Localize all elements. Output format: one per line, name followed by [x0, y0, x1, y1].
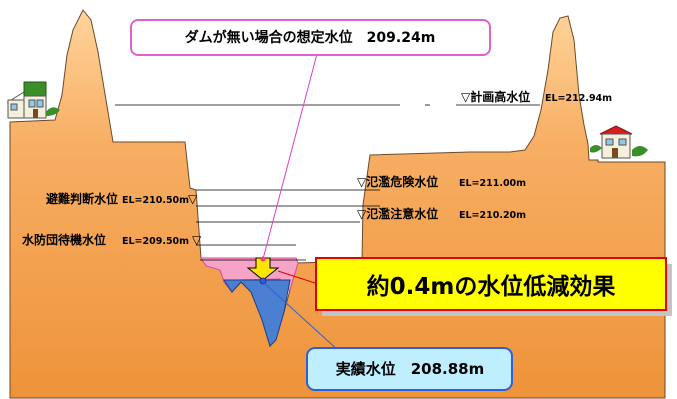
flood-danger-el: EL=211.00m: [459, 178, 526, 189]
evac-level-name: 避難判断水位: [46, 191, 118, 206]
standby-level-mark: ▽: [192, 233, 202, 247]
plan-level-el: EL=212.94m: [545, 93, 612, 104]
house-left-icon: [6, 81, 60, 119]
standby-level-name: 水防団待機水位: [22, 232, 106, 247]
actual-water-area: [223, 279, 291, 347]
no-dam-callout-text: ダムが無い場合の想定水位 209.24m: [185, 29, 436, 46]
water-level-lines: [115, 104, 540, 246]
flood-caution-name: ▽氾濫注意水位: [357, 206, 438, 221]
effect-callout-box: [315, 257, 667, 311]
actual-callout-text: 実績水位 208.88m: [336, 360, 485, 378]
actual-callout-box: [306, 347, 513, 391]
effect-callout-text: 約0.4mの水位低減効果: [367, 273, 616, 300]
no-dam-pointer-line: [262, 49, 319, 260]
standby-level-el: EL=209.50m: [122, 236, 189, 247]
house-right-icon: [590, 125, 648, 159]
flood-caution-el: EL=210.20m: [459, 210, 526, 221]
evac-level-mark: ▽: [188, 192, 198, 206]
effect-pointer-line: [277, 270, 319, 285]
plan-level-name: ▽計画高水位: [461, 89, 530, 104]
actual-pointer-line: [262, 281, 341, 353]
flood-danger-name: ▽氾濫危険水位: [357, 174, 438, 189]
evac-level-el: EL=210.50m: [122, 195, 189, 206]
no-dam-callout-box: [130, 19, 491, 56]
